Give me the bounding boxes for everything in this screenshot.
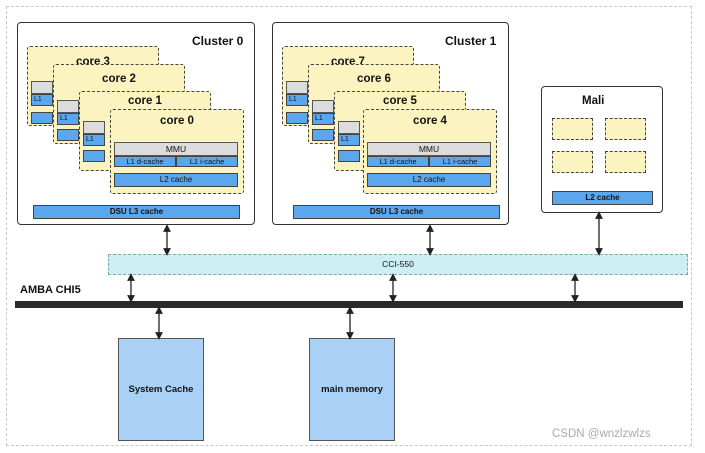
mmu-partial <box>286 81 308 94</box>
l1-cache-partial: L1 <box>57 113 79 125</box>
mali-shader-core <box>605 118 646 140</box>
l1-cache-partial: L1 <box>338 134 360 146</box>
mali-l2-cache: L2 cache <box>552 191 653 205</box>
system-cache: System Cache <box>118 338 204 441</box>
system-cache-label: System Cache <box>128 384 194 395</box>
l1-i-cache: L1 i-cache <box>176 156 238 167</box>
mali-shader-core <box>605 151 646 173</box>
mali-shader-core <box>552 151 593 173</box>
main-memory: main memory <box>309 338 395 441</box>
dsu-l3-cache: DSU L3 cache <box>293 205 500 219</box>
l1-cache-partial: L1 <box>312 113 334 125</box>
core-label: core 4 <box>413 115 447 127</box>
core-label: core 2 <box>102 73 136 85</box>
mmu-partial <box>83 121 105 134</box>
l2-cache-partial <box>31 112 53 124</box>
l2-cache: L2 cache <box>367 173 491 187</box>
cluster-1-title: Cluster 1 <box>445 34 497 48</box>
l1-d-cache: L1 d-cache <box>114 156 176 167</box>
watermark: CSDN @wnzlzwlzs <box>552 428 651 440</box>
l2-cache-partial <box>83 150 105 162</box>
l2-cache-partial <box>286 112 308 124</box>
l1-cache-partial: L1 <box>286 94 308 106</box>
core-label: core 1 <box>128 95 162 107</box>
mmu: MMU <box>114 142 238 156</box>
l1-i-cache: L1 i-cache <box>429 156 491 167</box>
core-label: core 5 <box>383 95 417 107</box>
l2-cache: L2 cache <box>114 173 238 187</box>
amba-chi5-bus <box>15 301 683 308</box>
mali-shader-core <box>552 118 593 140</box>
mali-gpu: Mali L2 cache <box>541 86 663 213</box>
core-label: core 0 <box>160 115 194 127</box>
mmu-partial <box>31 81 53 94</box>
l2-cache-partial <box>338 150 360 162</box>
l2-cache-partial <box>312 129 334 141</box>
core-label: core 6 <box>357 73 391 85</box>
cci-550-interconnect: CCI-550 <box>108 254 688 275</box>
cluster-0-core-0: core 0 MMU L1 d-cache L1 i-cache L2 cach… <box>110 109 244 194</box>
mmu: MMU <box>367 142 491 156</box>
amba-chi5-label: AMBA CHI5 <box>20 284 81 296</box>
main-memory-label: main memory <box>321 384 383 395</box>
cluster-0-title: Cluster 0 <box>192 34 244 48</box>
mmu-partial <box>57 100 79 113</box>
outer-frame <box>6 6 692 446</box>
dsu-l3-cache: DSU L3 cache <box>33 205 240 219</box>
l1-cache-partial: L1 <box>31 94 53 106</box>
mmu-partial <box>312 100 334 113</box>
cluster-0: Cluster 0 core 3 L1 core 2 L1 core 1 L1 … <box>17 22 255 225</box>
cluster-1: Cluster 1 core 7 L1 core 6 L1 core 5 L1 … <box>272 22 509 225</box>
l1-cache-partial: L1 <box>83 134 105 146</box>
mmu-partial <box>338 121 360 134</box>
l1-d-cache: L1 d-cache <box>367 156 429 167</box>
cluster-1-core-4: core 4 MMU L1 d-cache L1 i-cache L2 cach… <box>363 109 497 194</box>
l2-cache-partial <box>57 129 79 141</box>
mali-title: Mali <box>582 95 605 107</box>
